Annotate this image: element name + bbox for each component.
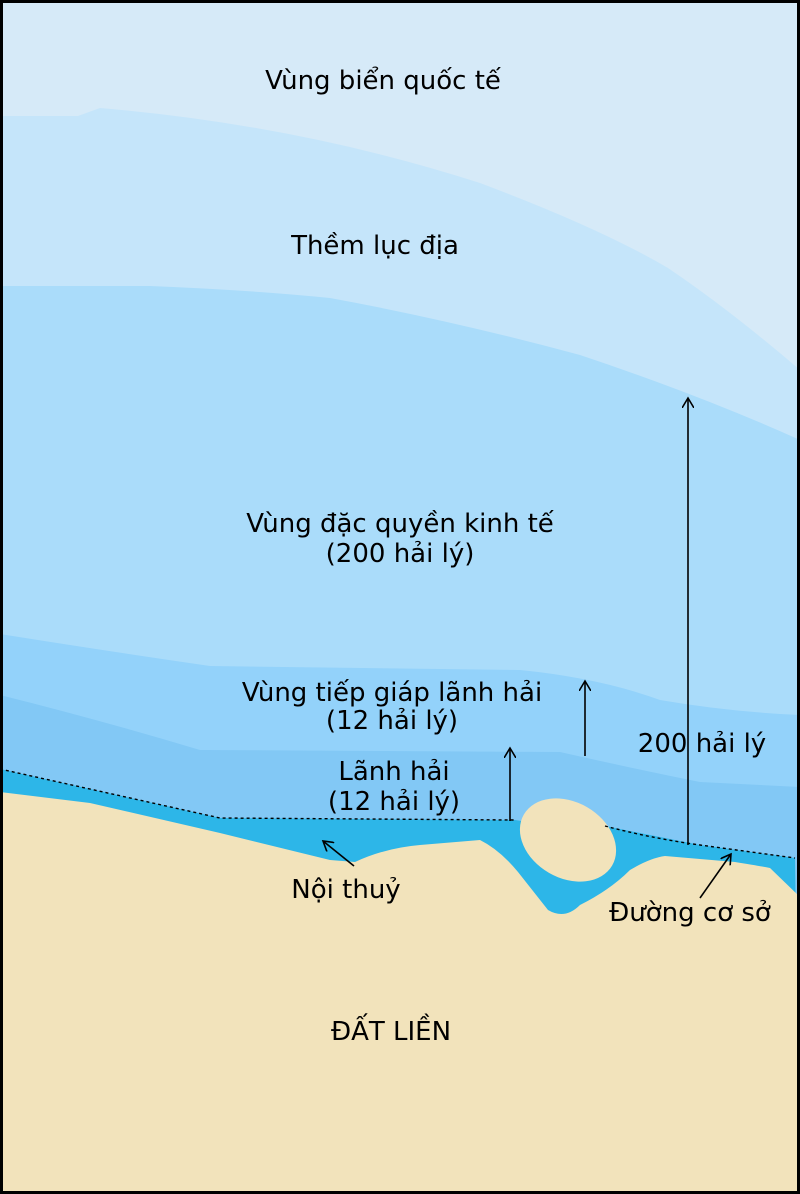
land-area: [0, 792, 800, 1194]
territorial-sea-label-line1: Lãnh hải: [338, 757, 449, 787]
contiguous-zone-label-line1: Vùng tiếp giáp lãnh hải: [242, 678, 542, 708]
land-label: ĐẤT LIỀN: [331, 1012, 451, 1047]
internal-waters-pointer-arrow: [323, 841, 355, 867]
internal-waters-label: Nội thuỷ: [291, 875, 400, 905]
eez-label-line1: Vùng đặc quyền kinh tế: [246, 509, 554, 539]
eez-distance-label: 200 hải lý: [638, 729, 766, 759]
contiguous-zone-label-line2: (12 hải lý): [326, 706, 458, 736]
baseline-pointer-arrow: [699, 854, 731, 899]
baseline-label: Đường cơ sở: [609, 898, 771, 928]
high-seas-label: Vùng biển quốc tế: [265, 65, 501, 96]
eez-label-line2: (200 hải lý): [326, 539, 475, 569]
baseline-line: [0, 768, 796, 859]
continental-shelf-label: Thềm lục địa: [290, 231, 459, 261]
island: [519, 798, 617, 882]
territorial-sea-label-line2: (12 hải lý): [328, 787, 460, 817]
